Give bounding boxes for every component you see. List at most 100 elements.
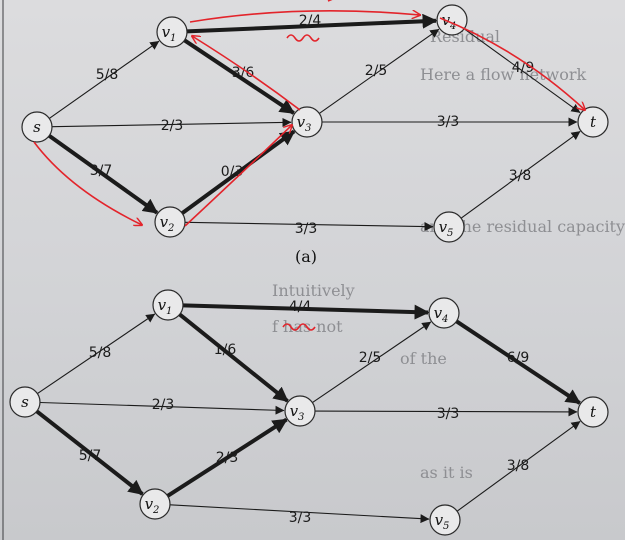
node-t: t — [577, 106, 609, 138]
edge-label-v4-t: 6/9 — [507, 350, 530, 366]
edge-label-v3-t: 3/3 — [437, 114, 460, 130]
red-arrow-s-v2 — [33, 141, 142, 225]
edge-label-v5-t: 3/8 — [509, 168, 532, 184]
node-circle — [577, 396, 609, 428]
node-circle — [429, 504, 461, 536]
edge-label-s-v1: 5/8 — [96, 67, 119, 83]
node-label-t: t — [590, 403, 597, 421]
ghost-line: Intuitively — [272, 281, 355, 300]
edge-v3-v4 — [312, 321, 432, 404]
node-circle — [433, 211, 465, 243]
edge-label-v2-v5: 3/3 — [295, 221, 318, 237]
edge-label-s-v3: 2/3 — [161, 118, 184, 134]
edge-s-v3 — [51, 117, 292, 128]
edge-v2-v5 — [184, 221, 434, 232]
edge-v1-v3 — [178, 312, 289, 403]
background-text: Residual Here a flow network and the res… — [272, 27, 625, 482]
node-v3: v3 — [284, 395, 316, 427]
edge-s-v2 — [48, 134, 159, 215]
node-v4: v4 — [428, 297, 460, 329]
edge-v1-v4 — [182, 303, 430, 320]
red-annotations — [33, 0, 585, 227]
ghost-line: of the — [400, 349, 447, 368]
edge-label-v3-v4: 2/5 — [359, 350, 382, 366]
node-v4: v4 — [436, 4, 468, 36]
edge-v3-v4 — [318, 28, 440, 114]
node-v1: v1 — [152, 289, 184, 321]
edge-label-v1-v4: 2/4 — [299, 13, 322, 29]
node-v3: v3 — [291, 106, 323, 138]
edge-label-v1-v4: 4/4 — [289, 299, 312, 315]
edge-label-v3-v4: 2/5 — [365, 63, 388, 79]
node-circle — [21, 111, 53, 143]
ghost-line: as it is — [420, 463, 473, 482]
edge-label-s-v3: 2/3 — [152, 397, 175, 413]
node-label-s: s — [21, 393, 29, 411]
edge-label-v1-v3: 3/6 — [232, 65, 255, 81]
edge-s-v2 — [35, 409, 144, 496]
edge-v4-t — [463, 28, 581, 114]
ghost-line: and the residual capacity — [420, 217, 625, 236]
node-label-v3: v3 — [290, 402, 305, 423]
red-arrow-v1-v4 — [189, 11, 420, 23]
node-label-t: t — [590, 113, 597, 131]
edge-layer: 5/8 2/3 3/7 2/4 3/6 0/3 3/3 2/5 3/3 4/9 3/8 — [48, 13, 581, 237]
red-arrow-v2-v3 — [184, 125, 292, 227]
node-circle — [156, 16, 188, 48]
red-arrow-v3-v1 — [192, 36, 301, 111]
node-label-v5: v5 — [435, 511, 450, 532]
edge-v2-v3 — [166, 417, 288, 498]
node-circle — [152, 289, 184, 321]
edge-v2-v3 — [180, 129, 296, 215]
node-label-v4: v4 — [434, 304, 449, 325]
node-label-v3: v3 — [297, 113, 312, 134]
edge-v4-t — [455, 319, 581, 405]
edge-label-s-v1: 5/8 — [89, 345, 112, 361]
node-label-v1: v1 — [158, 296, 173, 317]
edge-label-v4-t: 4/9 — [512, 60, 535, 76]
node-circle — [577, 106, 609, 138]
node-t: t — [577, 396, 609, 428]
edge-s-v3 — [39, 401, 285, 415]
edge-label-v2-v5: 3/3 — [289, 510, 312, 526]
red-stroke-top — [327, 0, 333, 2]
node-circle — [9, 386, 41, 418]
node-circle — [154, 206, 186, 238]
node-circle — [139, 488, 171, 520]
node-label-v1: v1 — [162, 23, 177, 44]
edge-s-v1 — [48, 40, 160, 119]
edge-label-v1-v3: 1/6 — [214, 342, 237, 358]
node-label-v2: v2 — [145, 495, 160, 516]
node-circle — [428, 297, 460, 329]
flow-network-b: 5/82/35/74/41/62/33/32/53/36/93/8sv1v2v3… — [9, 289, 609, 536]
node-v1: v1 — [156, 16, 188, 48]
edge-v3-t — [314, 407, 578, 417]
flow-network-a: 5/8 2/3 3/7 2/4 3/6 0/3 3/3 2/5 3/3 4/9 3/8 s v1 v2 v3… — [21, 4, 609, 243]
node-s: s — [21, 111, 53, 143]
edge-layer: 5/82/35/74/41/62/33/32/53/36/93/8 — [35, 299, 581, 526]
edge-label-v3-t: 3/3 — [437, 406, 460, 422]
edge-v5-t — [456, 420, 581, 512]
node-v2: v2 — [154, 206, 186, 238]
node-label-v2: v2 — [160, 213, 175, 234]
edge-v1-v4 — [186, 13, 438, 34]
ghost-line: Here a flow network — [420, 65, 587, 84]
edge-v5-t — [460, 130, 581, 219]
edge-v1-v3 — [183, 38, 295, 115]
edge-label-s-v2: 5/7 — [79, 448, 102, 464]
node-circle — [436, 4, 468, 36]
red-squiggle-a — [286, 34, 320, 42]
red-arrow-v4-t — [439, 17, 585, 110]
node-layer: s v1 v2 v3 v4 v5 t — [9, 289, 609, 536]
node-v5: v5 — [433, 211, 465, 243]
red-squiggle-b — [282, 323, 316, 331]
edge-v2-v5 — [169, 504, 430, 524]
node-label-s: s — [33, 118, 41, 136]
caption-a: (a) — [295, 247, 317, 266]
node-v2: v2 — [139, 488, 171, 520]
node-circle — [284, 395, 316, 427]
edge-label-v2-v3: 0/3 — [221, 164, 244, 180]
edge-label-s-v2: 3/7 — [90, 163, 113, 179]
node-s: s — [9, 386, 41, 418]
